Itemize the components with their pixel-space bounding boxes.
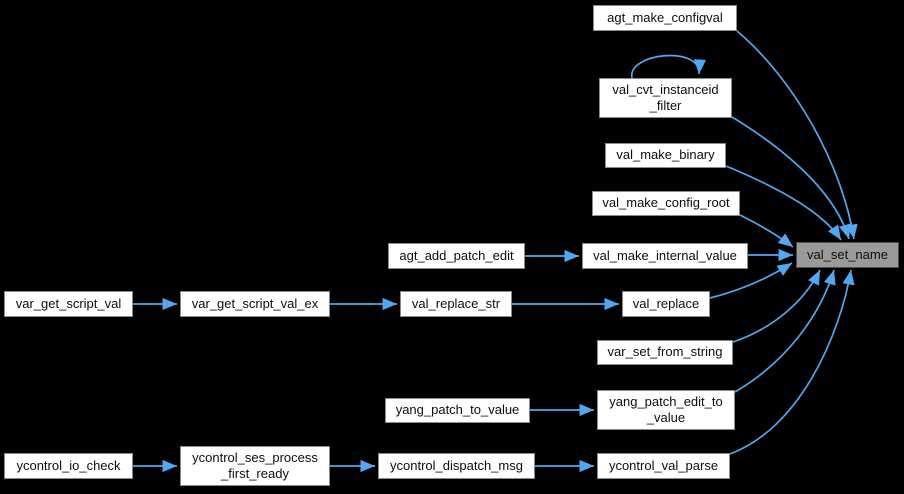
edge-var_set_from_string-val_set_name (732, 269, 821, 343)
edge-agt_make_configval-val_set_name (736, 30, 858, 240)
edge-val_make_config_root-val_set_name (739, 214, 794, 248)
node-var-set-from-string[interactable]: var_set_from_string (597, 340, 733, 365)
node-val-set-name: val_set_name (796, 242, 899, 268)
node-val-make-config-root[interactable]: val_make_config_root (592, 191, 740, 216)
node-val-cvt-instanceid-filter[interactable]: val_cvt_instanceid _filter (599, 78, 732, 118)
node-val-replace[interactable]: val_replace (622, 291, 710, 317)
node-var-get-script-val[interactable]: var_get_script_val (4, 291, 133, 317)
node-yang-patch-edit-to-value[interactable]: yang_patch_edit_to _value (597, 390, 735, 430)
edge-val_make_binary-val_set_name (725, 165, 842, 241)
edge-yang_patch_edit_to_value-val_set_name (734, 269, 836, 393)
node-yang-patch-to-value[interactable]: yang_patch_to_value (385, 398, 530, 423)
node-ycontrol-io-check[interactable]: ycontrol_io_check (4, 453, 133, 479)
edge-val_replace-val_set_name (709, 262, 793, 299)
node-agt-make-configval[interactable]: agt_make_configval (593, 5, 737, 31)
edge-ycontrol_val_parse-val_set_name (729, 269, 855, 455)
node-var-get-script-val-ex[interactable]: var_get_script_val_ex (180, 291, 330, 317)
edge-val_cvt_instanceid_filter-val_set_name (731, 116, 851, 240)
node-val-make-internal-value[interactable]: val_make_internal_value (582, 243, 748, 269)
node-val-make-binary[interactable]: val_make_binary (605, 143, 726, 168)
node-val-replace-str[interactable]: val_replace_str (400, 291, 512, 317)
node-ycontrol-ses-process-first-ready[interactable]: ycontrol_ses_process _first_ready (180, 446, 330, 486)
node-ycontrol-dispatch-msg[interactable]: ycontrol_dispatch_msg (378, 453, 535, 479)
node-ycontrol-val-parse[interactable]: ycontrol_val_parse (597, 453, 730, 479)
node-agt-add-patch-edit[interactable]: agt_add_patch_edit (388, 243, 525, 269)
edge-val_cvt_instanceid_filter-self (631, 54, 707, 79)
